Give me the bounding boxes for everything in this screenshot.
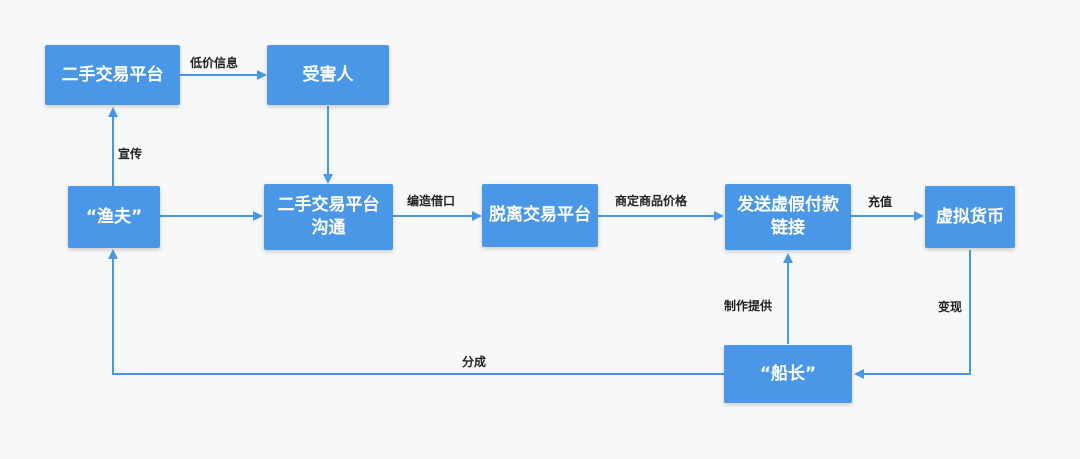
node-platform-communication: 二手交易平台沟通 [264, 184, 393, 250]
node-leave-platform: 脱离交易平台 [482, 184, 598, 247]
label-promote: 宣传 [118, 147, 143, 161]
label-low-price-info: 低价信息 [190, 56, 239, 70]
label-excuse: 编造借口 [407, 194, 456, 208]
label-make-provide: 制作提供 [724, 299, 773, 313]
node-fake-payment-link: 发送虚假付款链接 [725, 184, 851, 250]
label-share: 分成 [462, 355, 487, 369]
arrow-currency-to-captain [854, 250, 971, 379]
label-cash-out: 变现 [938, 300, 963, 314]
label-recharge: 充值 [868, 195, 893, 209]
node-virtual-currency: 虚拟货币 [925, 186, 1015, 248]
node-secondhand-platform: 二手交易平台 [45, 45, 180, 105]
arrow-captain-to-fisherman [108, 249, 724, 375]
node-victim: 受害人 [267, 45, 389, 105]
node-captain: “船长” [724, 345, 852, 403]
label-agree-price: 商定商品价格 [615, 194, 688, 208]
node-fisherman: “渔夫” [68, 186, 160, 248]
